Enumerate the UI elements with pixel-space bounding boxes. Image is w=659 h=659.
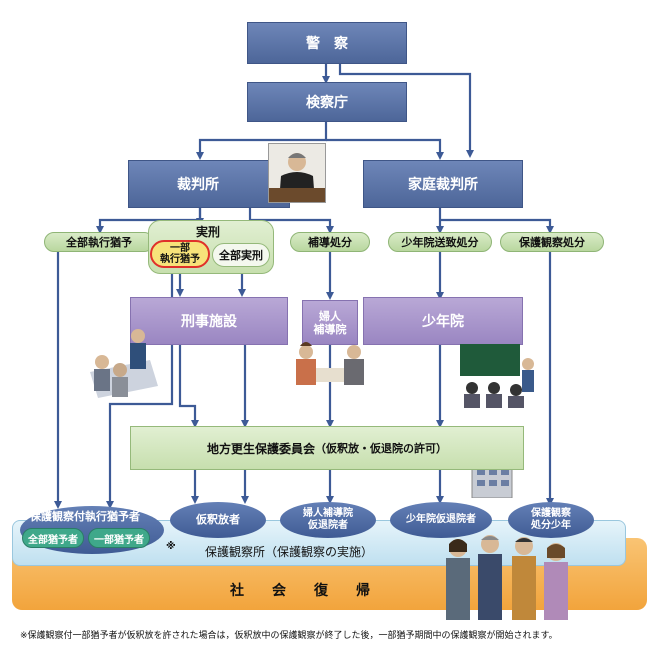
juvenile-training-badge: 少年院送致処分 <box>388 232 492 252</box>
footnote-text: ※保護観察付一部猶予者が仮釈放を許された場合は，仮釈放中の保護観察が終了した後，… <box>20 631 558 641</box>
imprisonment-label: 実刑 <box>196 225 221 239</box>
parolee-oval: 仮釈放者 <box>170 502 266 538</box>
full-imprisonment-badge: 全部実刑 <box>212 243 270 267</box>
suspended-probationers-label: 保護観察付執行猶予者 <box>30 510 140 523</box>
juvenile-probation-oval: 保護観察 処分少年 <box>508 502 594 538</box>
prison-staff-illustration <box>80 322 160 400</box>
penal-institution-box: 刑事施設 <box>130 297 288 345</box>
parole-board-label: 地方更生保護委員会 <box>206 441 315 456</box>
partial-suspended-badge: 一部猶予者 <box>88 528 150 548</box>
juvenile-parolee-oval: 少年院仮退院者 <box>390 502 492 538</box>
partial-suspension-badge: 一部 執行猶予 <box>150 240 210 268</box>
full-suspended-badge: 全部猶予者 <box>22 528 84 548</box>
counseling-illustration <box>292 338 368 396</box>
prosecutor-box: 検察庁 <box>247 82 407 122</box>
women-parolee-oval: 婦人補導院 仮退院者 <box>280 502 376 538</box>
guidance-badge: 補導処分 <box>290 232 370 252</box>
classroom-illustration <box>458 342 540 408</box>
judge-illustration <box>268 143 326 203</box>
court-box: 裁判所 <box>128 160 290 208</box>
probation-office-label-group: 保護観察所（保護観察の実施） <box>205 543 373 560</box>
reintegration-label: 社 会 復 帰 <box>230 583 370 599</box>
parole-board-box: 地方更生保護委員会 （仮釈放・仮退院の許可） <box>130 426 524 470</box>
police-box: 警 察 <box>247 22 407 64</box>
probation-office-note: （保護観察の実施） <box>265 545 374 559</box>
parole-board-note: （仮釈放・仮退院の許可） <box>315 442 447 455</box>
juvenile-school-box: 少年院 <box>363 297 523 345</box>
family-court-box: 家庭裁判所 <box>363 160 523 208</box>
probation-disposition-badge: 保護観察処分 <box>500 232 604 252</box>
women-guidance-box: 婦人 補導院 <box>302 300 358 345</box>
probation-office-label: 保護観察所 <box>205 545 266 559</box>
full-suspension-badge: 全部執行猶予 <box>44 232 154 252</box>
asterisk-mark: ※ <box>166 541 176 552</box>
reintegrated-people-illustration <box>440 530 576 622</box>
